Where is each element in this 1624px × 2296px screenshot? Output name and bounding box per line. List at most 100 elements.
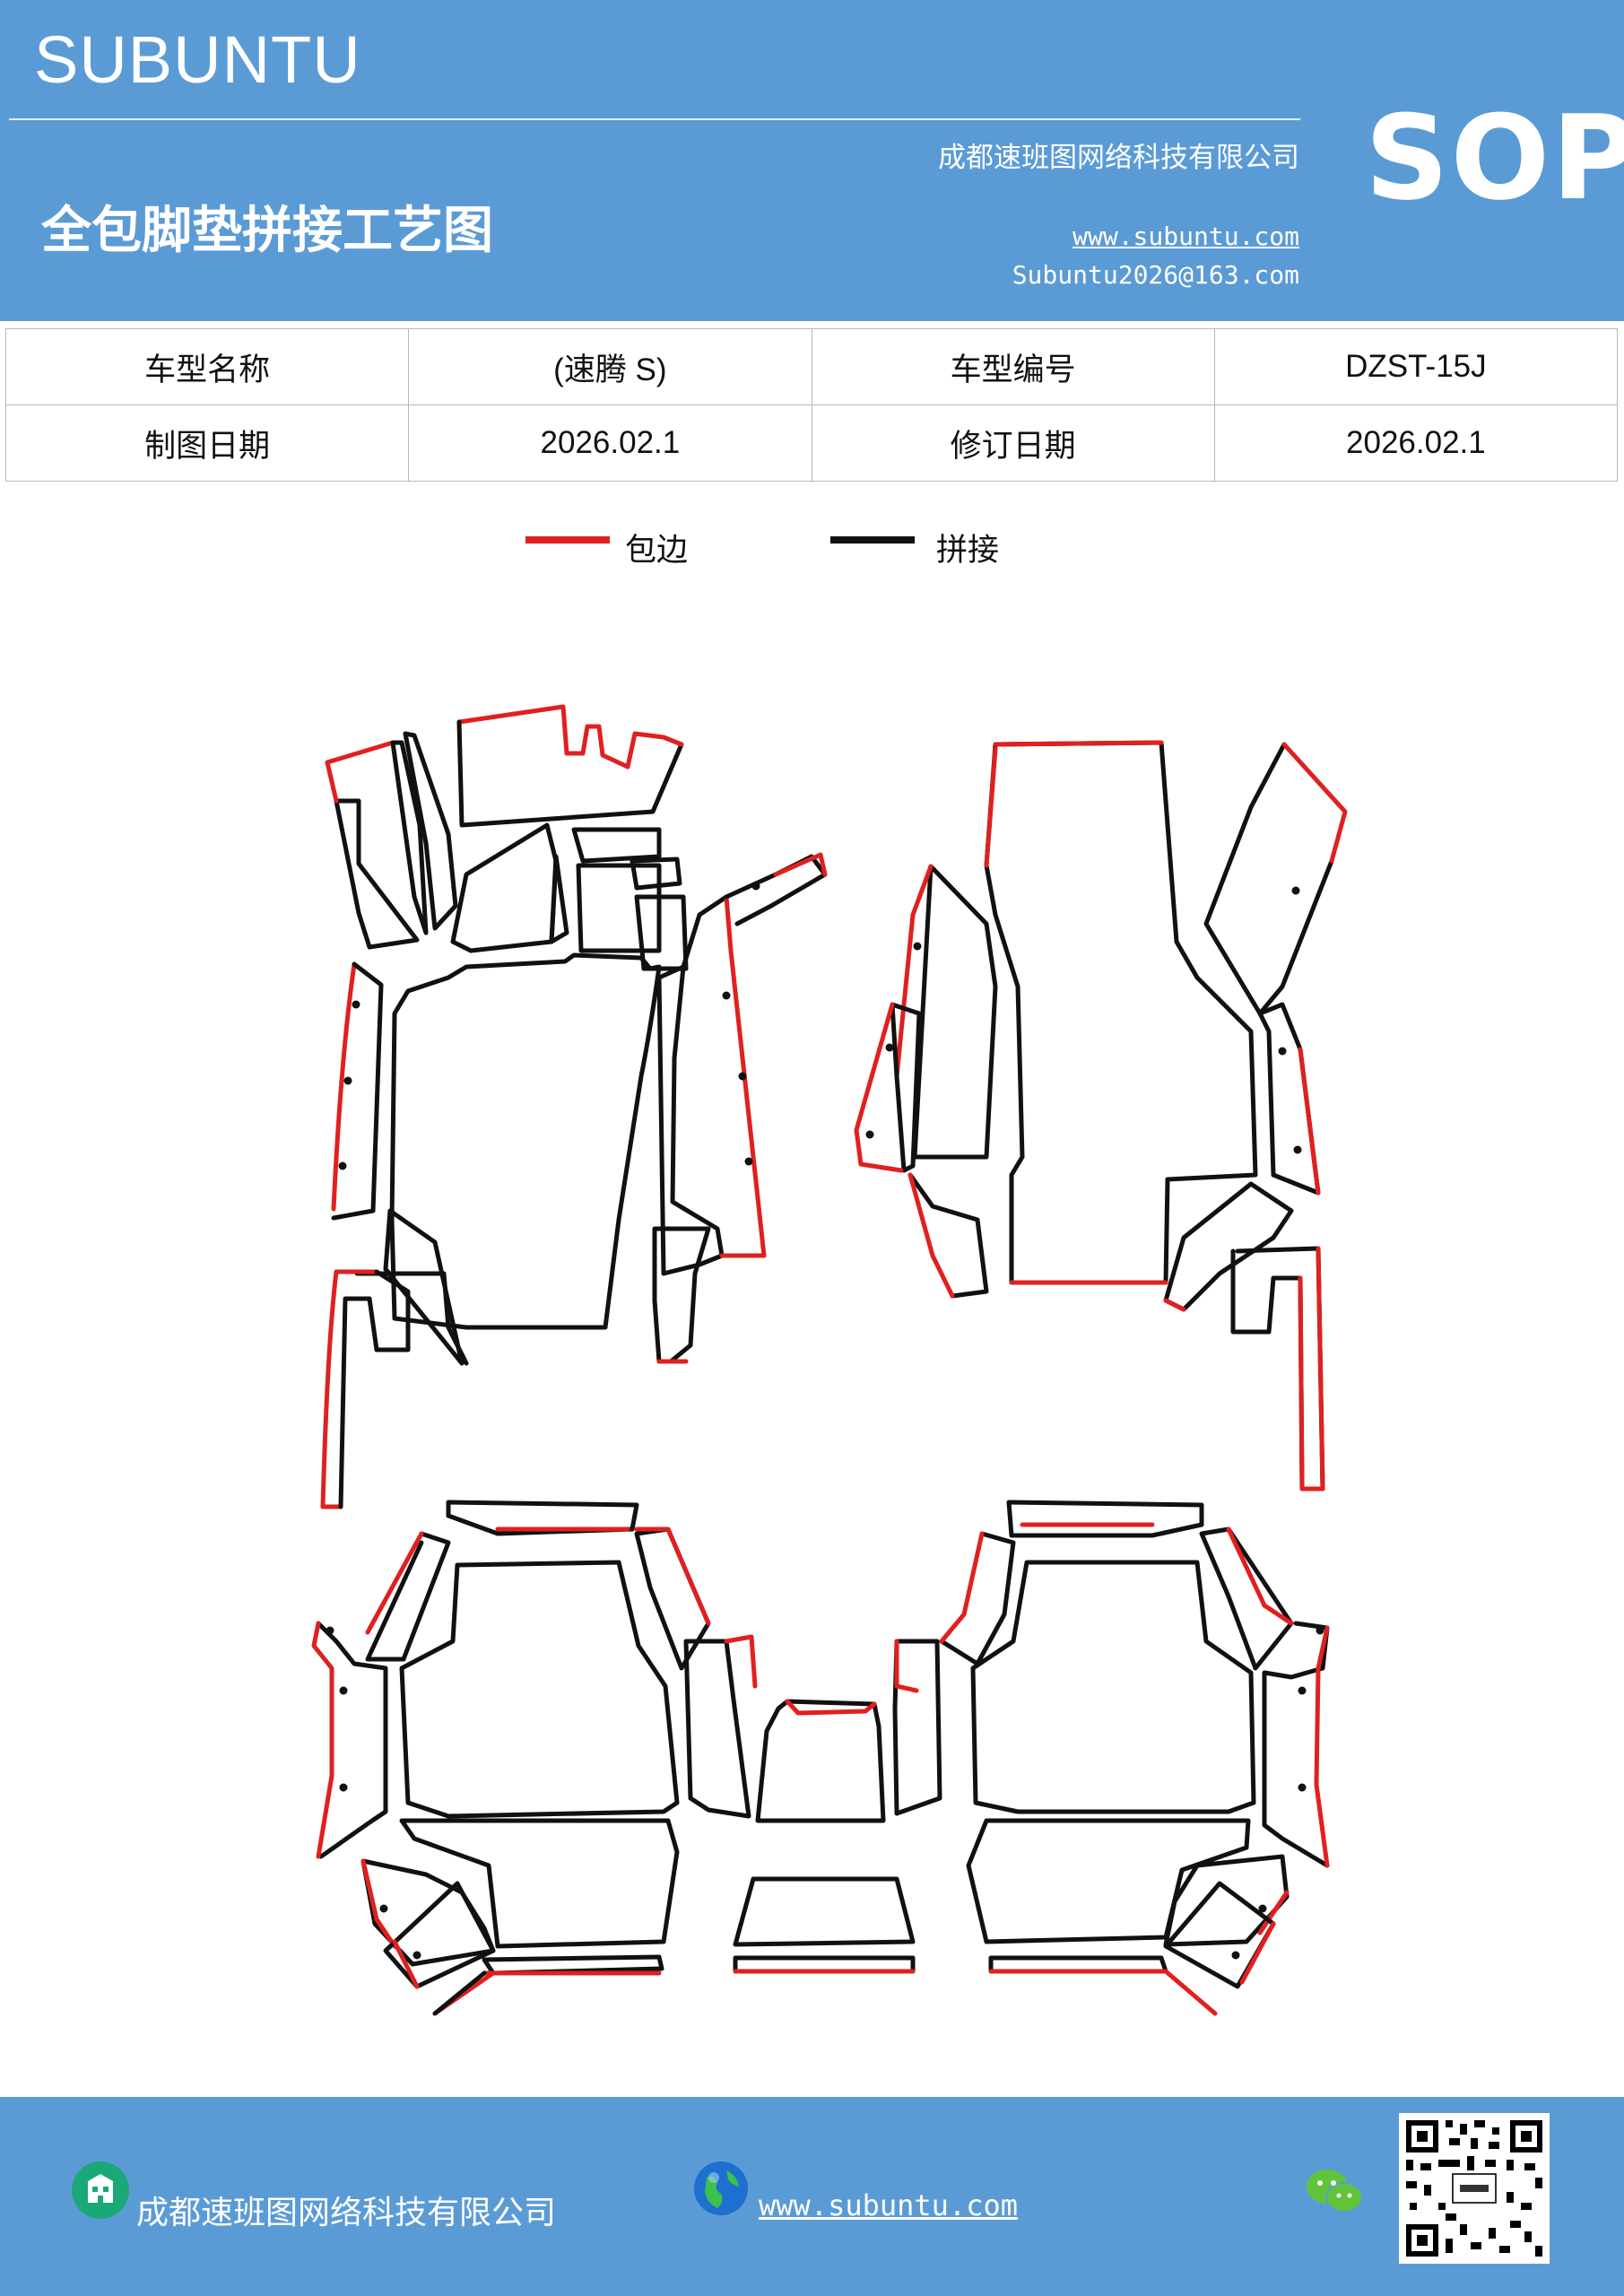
edge-binding-line	[1298, 1246, 1325, 1492]
splice-seam-line	[681, 894, 729, 970]
model-name-value: (速腾 S)	[408, 328, 812, 405]
edge-binding-line	[634, 1526, 711, 1626]
legend-joint-swatch	[830, 536, 915, 544]
splice-seam-line	[1163, 1181, 1294, 1312]
edge-binding-line	[984, 740, 1168, 1285]
edge-binding-line	[365, 1531, 424, 1635]
edge-binding-line	[1257, 1890, 1290, 1935]
splice-seam-line	[456, 719, 684, 828]
splice-seam-line	[450, 822, 559, 953]
splice-seam-line	[1199, 1526, 1294, 1671]
splice-seam-line	[432, 1970, 487, 2016]
splice-seam-line	[683, 1639, 751, 1819]
splice-seam-line	[354, 1271, 469, 1366]
building-icon	[72, 2161, 129, 2219]
splice-seam-line	[316, 1621, 388, 1859]
edge-binding-line	[854, 1002, 904, 1173]
splice-seam-line	[892, 1639, 942, 1816]
edge-binding-line	[894, 1639, 919, 1693]
splice-seam-line	[571, 827, 662, 864]
front-right-mat-pieces	[854, 740, 1348, 1492]
splice-seam-line	[389, 952, 662, 1330]
splice-seam-line	[334, 798, 420, 950]
legend-joint-label: 拼接	[936, 533, 1000, 569]
splice-seam-line	[1230, 1246, 1325, 1492]
edge-binding-line	[724, 1634, 758, 1689]
splice-seam-line	[1257, 1002, 1321, 1196]
revise-date-label: 修订日期	[811, 404, 1215, 482]
edge-binding-line	[1226, 1526, 1294, 1626]
table-row: 车型名称 (速腾 S) 车型编号 DZST-15J	[4, 328, 1619, 405]
splice-seam-line	[630, 857, 682, 891]
draw-date-label: 制图日期	[4, 404, 410, 482]
footer-company: 成都速班图网络科技有限公司	[136, 2195, 557, 2231]
rear-left-mat-pieces	[311, 1500, 942, 2016]
edge-binding-line	[1298, 1047, 1321, 1196]
edge-binding-line	[311, 1621, 334, 1859]
splice-seam-line	[908, 1172, 989, 1299]
model-name-label: 车型名称	[4, 328, 410, 405]
front-left-mat-pieces	[320, 704, 828, 1509]
edge-binding-line	[719, 894, 767, 1258]
document-title: 全包脚垫拼接工艺图	[41, 201, 493, 260]
splice-seam-line	[890, 1002, 922, 1173]
brand-name: SUBUNTU	[34, 22, 361, 97]
edge-binding-line	[1163, 1298, 1186, 1312]
edge-binding-line	[1281, 742, 1348, 864]
edge-binding-line	[331, 961, 357, 1212]
header-company: 成都速班图网络科技有限公司	[938, 142, 1299, 174]
splice-seam-line	[403, 731, 458, 931]
splice-seam-line	[1006, 1500, 1204, 1538]
splice-seam-line	[338, 1269, 411, 1509]
mat-splice-diagram	[311, 704, 1348, 2016]
splice-seam-line	[724, 854, 828, 926]
edge-binding-line	[1239, 1921, 1276, 1985]
legend-edge-swatch	[525, 536, 610, 544]
splice-seam-line	[939, 1531, 1016, 1666]
qr-code-icon	[1399, 2113, 1550, 2264]
splice-seam-line	[383, 1208, 465, 1366]
splice-seam-line	[984, 740, 1258, 1285]
model-code-value: DZST-15J	[1213, 328, 1619, 405]
splice-seam-line	[399, 1818, 680, 1949]
edge-binding-line	[773, 852, 828, 877]
edge-binding-line	[1314, 1625, 1330, 1868]
edge-binding-line	[320, 1269, 379, 1509]
globe-icon	[694, 2161, 748, 2215]
splice-seam-line	[576, 863, 662, 953]
splice-seam-line	[365, 1531, 451, 1662]
splice-seam-line	[383, 1881, 496, 1989]
edge-binding-line	[360, 1858, 397, 1949]
splice-seam-line	[652, 1226, 711, 1364]
header-banner: SUBUNTU 全包脚垫拼接工艺图 成都速班图网络科技有限公司 www.subu…	[0, 0, 1624, 321]
splice-seam-line	[634, 894, 689, 971]
edge-binding-line	[988, 1969, 1218, 2016]
splice-seam-line	[331, 961, 384, 1221]
hole-markers	[326, 882, 1324, 1960]
edge-binding-line	[625, 731, 684, 770]
splice-seam-line	[970, 1560, 1256, 1814]
rear-right-mat-pieces	[939, 1500, 1330, 2016]
edge-binding-line	[939, 1531, 985, 1644]
footer-website-link[interactable]: www.subuntu.com	[759, 2188, 1018, 2222]
header-email: Subuntu2026@163.com	[1012, 260, 1299, 290]
splice-seam-line	[912, 864, 998, 1160]
draw-date-value: 2026.02.1	[408, 404, 812, 482]
edge-binding-line	[392, 1939, 420, 1989]
splice-seam-line	[755, 1699, 886, 1823]
header-website-link[interactable]: www.subuntu.com	[1073, 222, 1299, 251]
revise-date-value: 2026.02.1	[1213, 404, 1619, 482]
splice-seam-line	[549, 854, 569, 944]
splice-seam-line	[966, 1818, 1251, 1944]
edge-binding-line	[894, 864, 934, 1079]
splice-seam-line	[390, 740, 429, 935]
splice-seam-line	[733, 1876, 916, 1947]
sop-badge: SOP	[1365, 90, 1624, 226]
edge-binding-line	[432, 1970, 662, 2016]
header-divider	[9, 118, 1300, 120]
splice-seam-line	[1203, 742, 1334, 1016]
splice-seam-line	[1163, 1881, 1276, 1989]
model-code-label: 车型编号	[811, 328, 1215, 405]
footer-banner: 成都速班图网络科技有限公司 www.subuntu.com	[0, 2097, 1624, 2296]
table-row: 制图日期 2026.02.1 修订日期 2026.02.1	[4, 404, 1619, 482]
